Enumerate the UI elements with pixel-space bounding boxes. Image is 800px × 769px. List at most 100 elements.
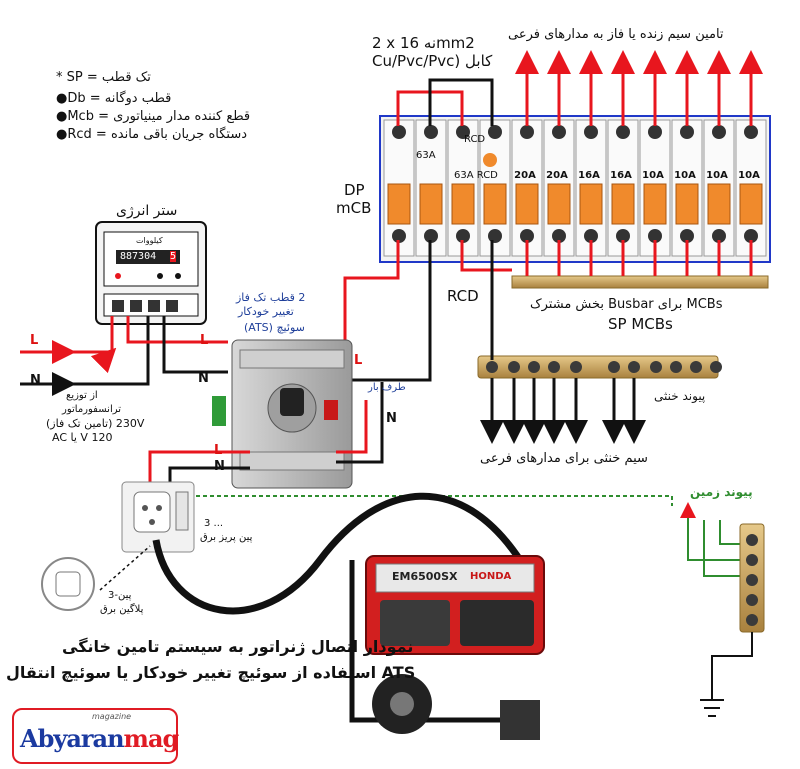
breaker-module bbox=[479, 119, 511, 257]
neutral-link-label: پیوند خنثی bbox=[654, 389, 706, 403]
mcb-busbar bbox=[511, 275, 769, 289]
terminal-screw bbox=[456, 125, 470, 139]
socket-label-2: پین پریز برق bbox=[200, 532, 253, 543]
terminal-screw bbox=[488, 229, 502, 243]
energy-meter bbox=[95, 221, 207, 325]
terminal-screw bbox=[584, 125, 598, 139]
terminal-screw bbox=[616, 125, 630, 139]
meter-brand: کیلووات bbox=[136, 236, 163, 245]
generator-cable bbox=[152, 492, 523, 615]
generator-inlet-socket bbox=[121, 481, 195, 553]
terminal-screw bbox=[456, 229, 470, 243]
rcd-test-button bbox=[483, 153, 497, 167]
ats-title-1: 2 قطب تک فاز bbox=[236, 291, 306, 304]
terminal-screw bbox=[648, 125, 662, 139]
mcb-rating: 20A bbox=[546, 170, 568, 181]
breaker-module bbox=[415, 119, 447, 257]
link-screw bbox=[486, 361, 498, 373]
meter-l-label: L bbox=[200, 333, 209, 348]
legend-sp: تک قطب = SP * bbox=[56, 70, 151, 85]
neutral-wire-label: سیم خنثی برای مدارهای فرعی bbox=[480, 451, 648, 466]
transformer-line-2: ترانسفورماتور bbox=[62, 404, 122, 415]
breaker-module bbox=[703, 119, 735, 257]
breaker-toggle bbox=[643, 183, 667, 225]
breaker-module bbox=[575, 119, 607, 257]
terminal-screw bbox=[488, 125, 502, 139]
ats-n-label: N bbox=[214, 459, 225, 474]
link-screw bbox=[608, 361, 620, 373]
load-side-label: طرف بار bbox=[368, 382, 406, 393]
terminal-screw bbox=[712, 125, 726, 139]
mcb-rating: 10A bbox=[738, 170, 760, 181]
transformer-line-4: 120 V یا AC bbox=[52, 431, 113, 444]
caption-line-1: نمودار اتصال ژنراتور به سیستم تامین خانگ… bbox=[62, 637, 414, 656]
transformer-line-1: از توزیع bbox=[66, 390, 98, 401]
breaker-module bbox=[671, 119, 703, 257]
earth-link-label: پیوند زمین bbox=[690, 485, 753, 499]
terminal-screw bbox=[680, 125, 694, 139]
cable-spec-1: 2 x نه 16mm2 bbox=[372, 34, 475, 52]
supply-l-label: L bbox=[30, 333, 39, 348]
busbar-label: MCBs برای Busbar بخش مشترک bbox=[530, 297, 723, 312]
rcd-bottom-label: RCD bbox=[447, 287, 479, 305]
ats-l-label: L bbox=[214, 443, 223, 458]
transformer-line-3: 230V (تامین تک فاز) bbox=[46, 417, 145, 430]
earth-link-screws bbox=[746, 534, 758, 626]
link-screw bbox=[710, 361, 722, 373]
breaker-module bbox=[639, 119, 671, 257]
terminal-screw bbox=[520, 229, 534, 243]
breaker-toggle bbox=[739, 183, 763, 225]
terminal-screw bbox=[392, 125, 406, 139]
terminal-screw bbox=[552, 125, 566, 139]
mcb-rating: 10A bbox=[642, 170, 664, 181]
legend-mcb: قطع کننده مدار مینیاتوری = Mcb● bbox=[56, 109, 251, 124]
terminal-screw bbox=[680, 229, 694, 243]
terminal-screw bbox=[744, 229, 758, 243]
earth-screw bbox=[746, 614, 758, 626]
breaker-toggle bbox=[483, 183, 507, 225]
terminal-screw bbox=[616, 229, 630, 243]
mcb-rating: 10A bbox=[706, 170, 728, 181]
logo-accent: mag bbox=[123, 724, 180, 753]
breaker-toggle bbox=[451, 183, 475, 225]
sp-mcbs-label: SP MCBs bbox=[608, 315, 673, 333]
breaker-toggle bbox=[579, 183, 603, 225]
ats-switch bbox=[212, 339, 353, 489]
mcb-rating: 20A bbox=[514, 170, 536, 181]
abyaranmag-logo: magazine Abyaranmag bbox=[12, 708, 180, 764]
ats-title-2: تغییر خودکار bbox=[238, 305, 294, 318]
rcd-rating: 63A RCD bbox=[454, 170, 498, 181]
link-screw bbox=[690, 361, 702, 373]
terminal-screw bbox=[520, 125, 534, 139]
neutral-output-arrows bbox=[480, 378, 646, 444]
socket-label-1: 3 ... bbox=[204, 518, 224, 529]
link-screw bbox=[670, 361, 682, 373]
terminal-screw bbox=[552, 229, 566, 243]
terminal-screw bbox=[424, 229, 438, 243]
load-l-label: L bbox=[354, 353, 363, 368]
breaker-module bbox=[735, 119, 767, 257]
load-n-label: N bbox=[386, 411, 397, 426]
dp-label-2: mCB bbox=[336, 199, 372, 217]
terminal-screw bbox=[712, 229, 726, 243]
mcb-rating: 16A bbox=[578, 170, 600, 181]
terminal-screw bbox=[744, 125, 758, 139]
earth-screw bbox=[746, 554, 758, 566]
top-title: تامین سیم زنده یا فاز به مدارهای فرعی bbox=[508, 27, 724, 42]
mcb-rating: 10A bbox=[674, 170, 696, 181]
caption-line-2: ATS استفاده از سوئیچ تغییر خودکار یا سوئ… bbox=[6, 663, 416, 682]
supply-n-label: N bbox=[30, 373, 41, 388]
mcb-rating: 16A bbox=[610, 170, 632, 181]
breaker-module bbox=[511, 119, 543, 257]
link-screw bbox=[628, 361, 640, 373]
logo-small-text: magazine bbox=[92, 712, 132, 721]
breaker-modules bbox=[383, 119, 767, 257]
breaker-toggle bbox=[515, 183, 539, 225]
logo-main: Abyaran bbox=[20, 724, 125, 753]
rcd-top-label: RCD bbox=[464, 134, 486, 145]
legend-rcd: دستگاه جریان باقی مانده = Rcd● bbox=[56, 127, 248, 142]
meter-n-label: N bbox=[198, 371, 209, 386]
link-screw bbox=[528, 361, 540, 373]
legend-db: قطب دوگانه = Db● bbox=[56, 91, 172, 106]
